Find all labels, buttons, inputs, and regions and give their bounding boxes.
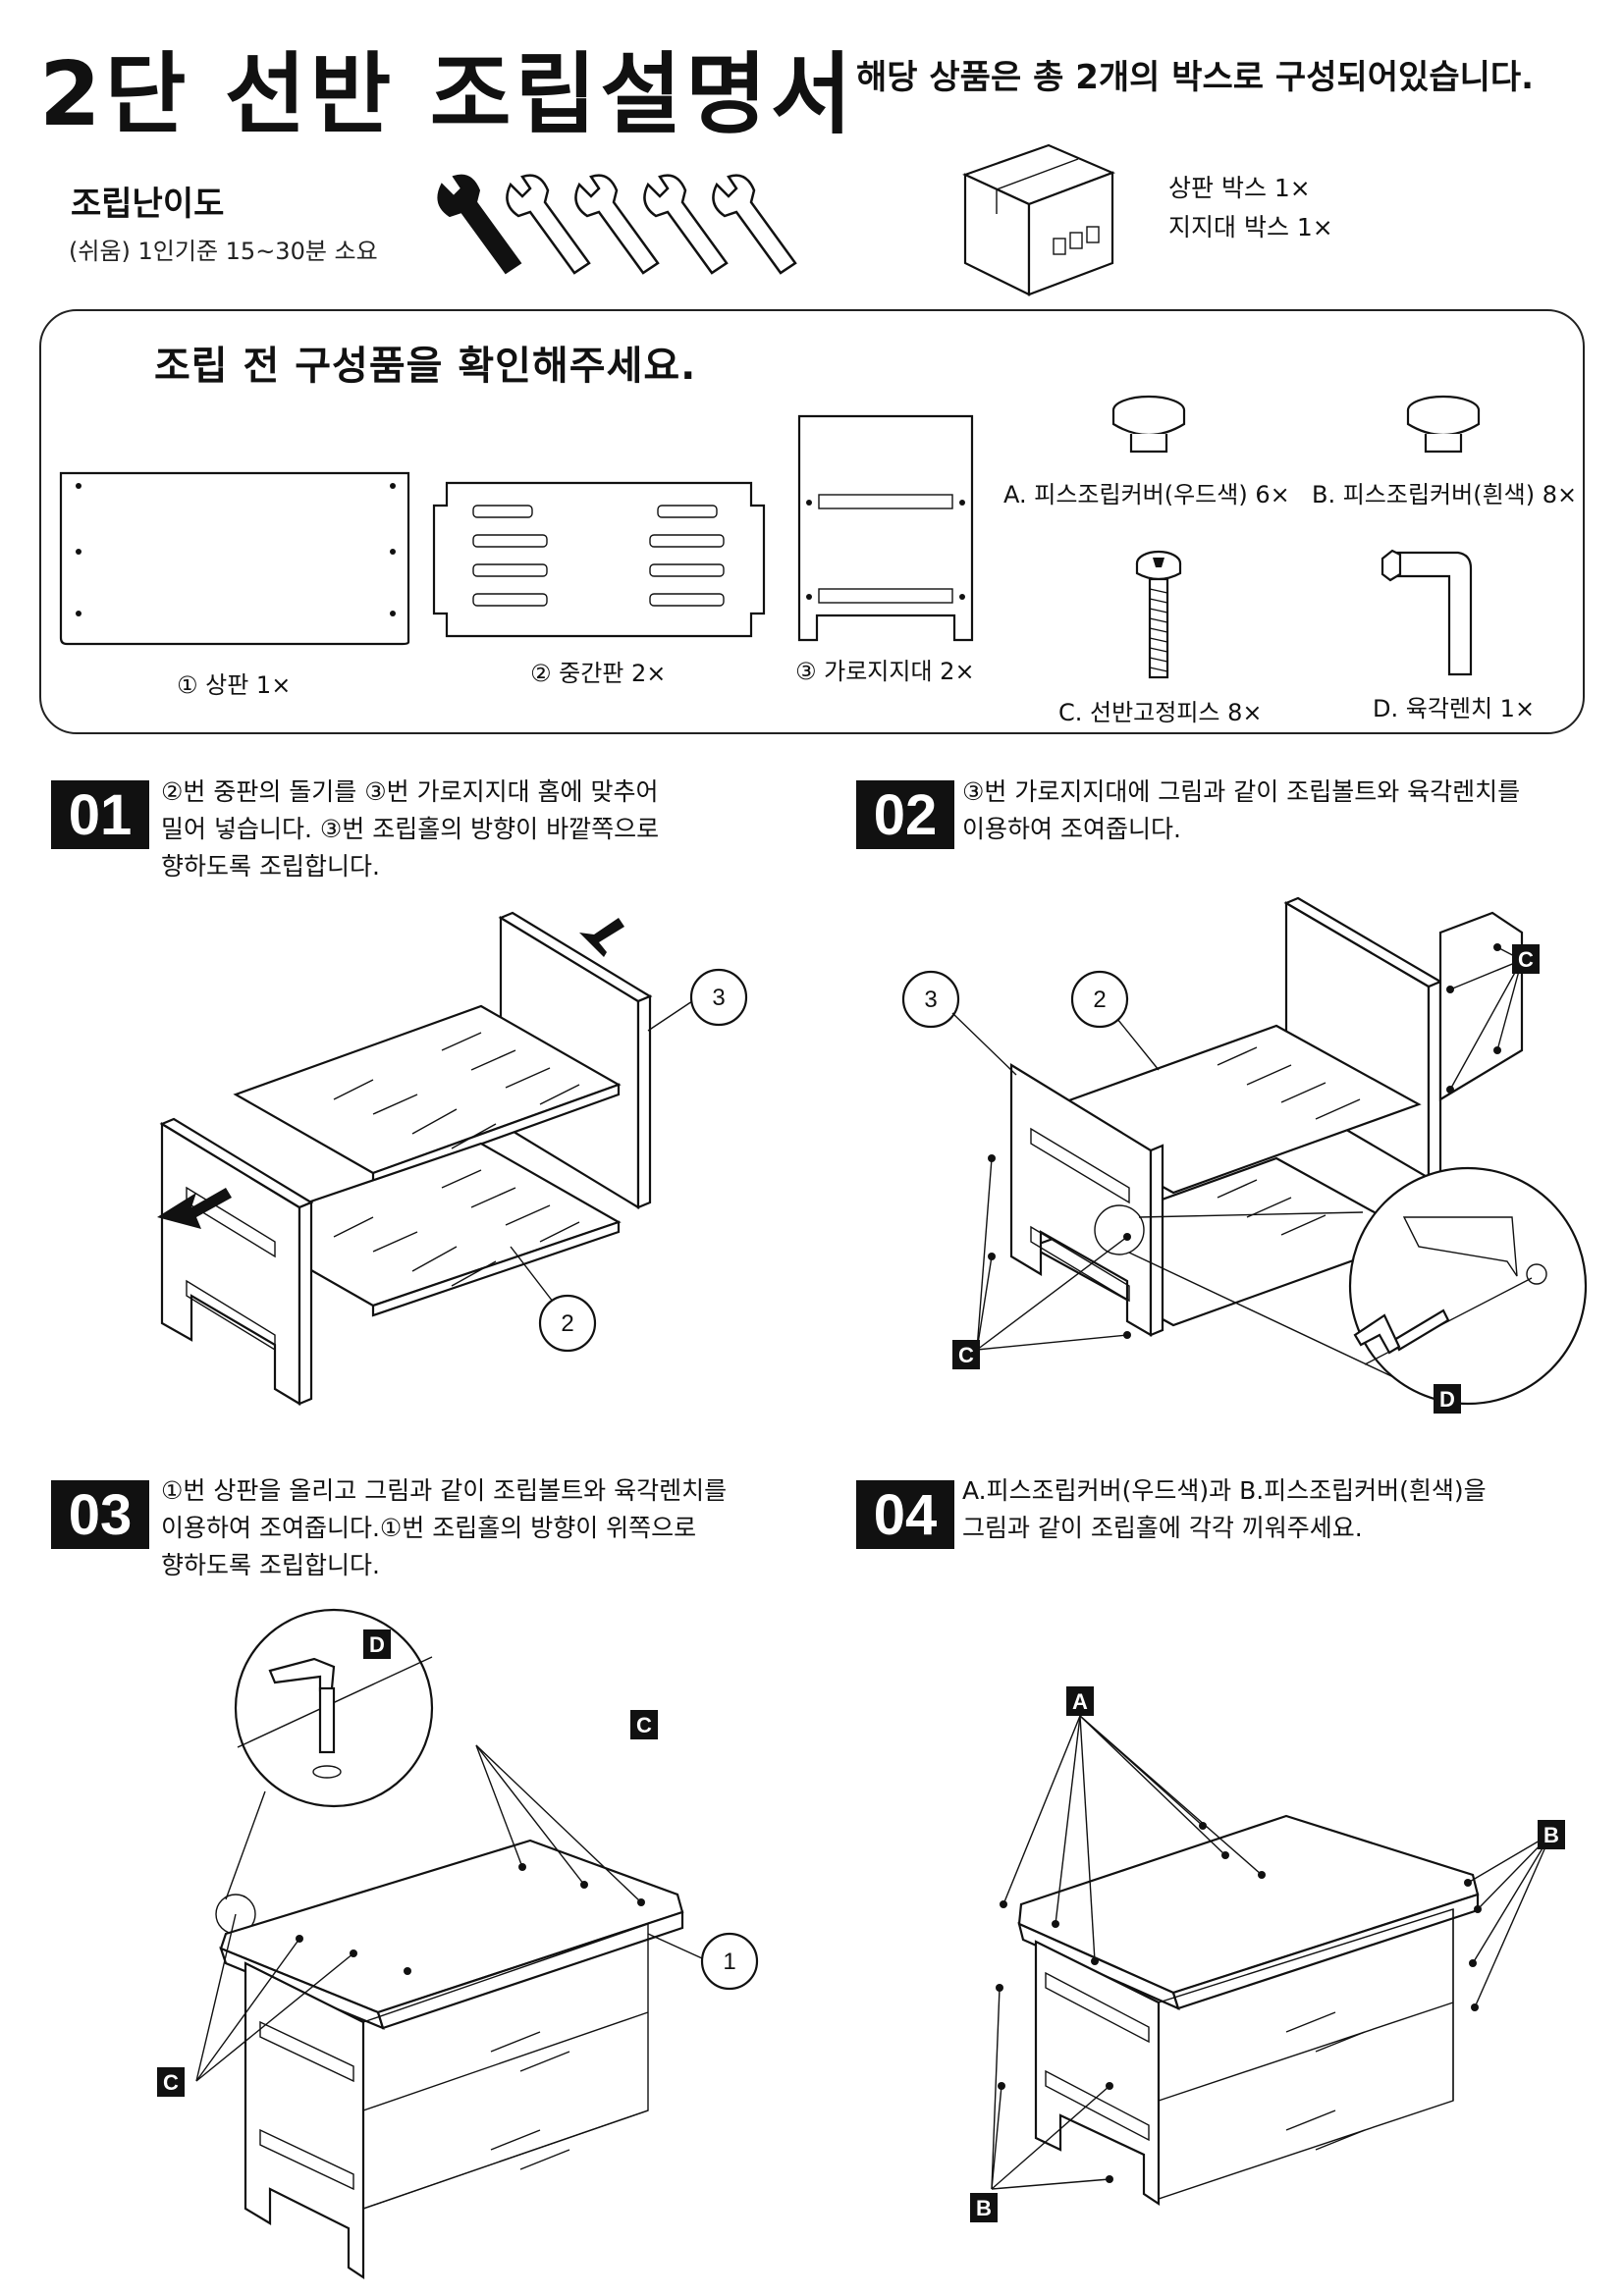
callout-c-step2-right: C	[1518, 947, 1534, 972]
part-label-2: ② 중간판 2×	[530, 660, 667, 687]
step-text-04: A.피스조립커버(우드색)과 B.피스조립커버(흰색)을 그림과 같이 조립홀에…	[962, 1472, 1591, 1547]
part-label-a: A. 피스조립커버(우드색) 6×	[1003, 481, 1290, 508]
step-number-01: 01	[51, 780, 149, 849]
step-01-line-2: 밀어 넣습니다. ③번 조립홀의 방향이 바깥쪽으로	[161, 815, 660, 843]
part-label-3: ③ 가로지지대 2×	[795, 658, 975, 685]
step-text-03: ①번 상판을 올리고 그림과 같이 조립볼트와 육각렌치를 이용하여 조여줍니다…	[161, 1472, 789, 1584]
wrench-icon-filled	[437, 174, 522, 275]
callout-a: A	[1072, 1689, 1088, 1714]
part-label-c: C. 선반고정피스 8×	[1058, 699, 1263, 726]
step-04-diagram: A B B	[970, 1686, 1565, 2222]
difficulty-title: 조립난이도	[71, 185, 225, 224]
callout-b-left: B	[976, 2196, 992, 2220]
box-count-note: 해당 상품은 총 2개의 박스로 구성되어있습니다.	[856, 58, 1535, 97]
step-number-04: 04	[856, 1480, 954, 1549]
part-label-d: D. 육각렌치 1×	[1373, 695, 1536, 722]
callout-2-step2: 2	[1093, 987, 1106, 1013]
callout-c-step3-left: C	[163, 2070, 179, 2095]
step-03-line-2: 이용하여 조여줍니다.①번 조립홀의 방향이 위쪽으로	[161, 1514, 697, 1542]
step-number-03: 03	[51, 1480, 149, 1549]
step-text-01: ②번 중판의 돌기를 ③번 가로지지대 홈에 맞추어 밀어 넣습니다. ③번 조…	[161, 774, 789, 885]
part-side-support	[797, 414, 974, 642]
difficulty-description: (쉬움) 1인기준 15~30분 소요	[69, 238, 378, 265]
parts-title: 조립 전 구성품을 확인해주세요.	[154, 344, 697, 389]
page-title: 2단 선반 조립설명서	[39, 43, 856, 146]
callout-3: 3	[712, 985, 725, 1011]
step-03-line-1: ①번 상판을 올리고 그림과 같이 조립볼트와 육각렌치를	[161, 1476, 728, 1505]
step-02-diagram: C C 3 2 D	[901, 896, 1588, 1414]
callout-d-step3: D	[369, 1632, 385, 1657]
parts-panel	[39, 309, 1585, 734]
step-02-line-2: 이용하여 조여줍니다.	[962, 815, 1181, 843]
callout-c-step2-left: C	[958, 1343, 974, 1367]
callout-d-step2: D	[1439, 1387, 1455, 1412]
screw-icon	[1135, 550, 1182, 679]
step-04-line-2: 그림과 같이 조립홀에 각각 끼워주세요.	[962, 1514, 1363, 1542]
callout-c-step3-right: C	[636, 1713, 652, 1737]
step-number-02: 02	[856, 780, 954, 849]
callout-1: 1	[723, 1949, 735, 1975]
step-01-diagram: 3 2	[157, 911, 748, 1406]
wrench-icon-outline	[506, 174, 797, 275]
box-icon	[962, 143, 1115, 296]
callout-2: 2	[561, 1310, 573, 1337]
hex-key-icon	[1380, 549, 1473, 676]
part-label-1: ① 상판 1×	[177, 671, 292, 699]
step-04-line-1: A.피스조립커버(우드색)과 B.피스조립커버(흰색)을	[962, 1476, 1487, 1505]
part-middle-board	[432, 481, 766, 638]
step-03-diagram: D C C 1	[157, 1608, 759, 2280]
step-text-02: ③번 가로지지대에 그림과 같이 조립볼트와 육각렌치를 이용하여 조여줍니다.	[962, 774, 1591, 848]
part-top-board	[59, 471, 410, 646]
step-01-line-3: 향하도록 조립합니다.	[161, 852, 380, 881]
step-01-line-1: ②번 중판의 돌기를 ③번 가로지지대 홈에 맞추어	[161, 777, 659, 806]
box-item-support: 지지대 박스 1×	[1168, 213, 1333, 241]
box-list: 상판 박스 1× 지지대 박스 1×	[1168, 169, 1333, 247]
cap-icon-white	[1406, 395, 1481, 454]
callout-b-right: B	[1543, 1823, 1559, 1847]
cap-icon-wood	[1111, 395, 1186, 454]
step-02-line-1: ③번 가로지지대에 그림과 같이 조립볼트와 육각렌치를	[962, 777, 1521, 806]
step-03-line-3: 향하도록 조립합니다.	[161, 1551, 380, 1579]
callout-3-step2: 3	[924, 987, 937, 1013]
difficulty-wrench-rating	[437, 174, 797, 275]
part-label-b: B. 피스조립커버(흰색) 8×	[1312, 481, 1578, 508]
box-item-top: 상판 박스 1×	[1168, 174, 1311, 202]
